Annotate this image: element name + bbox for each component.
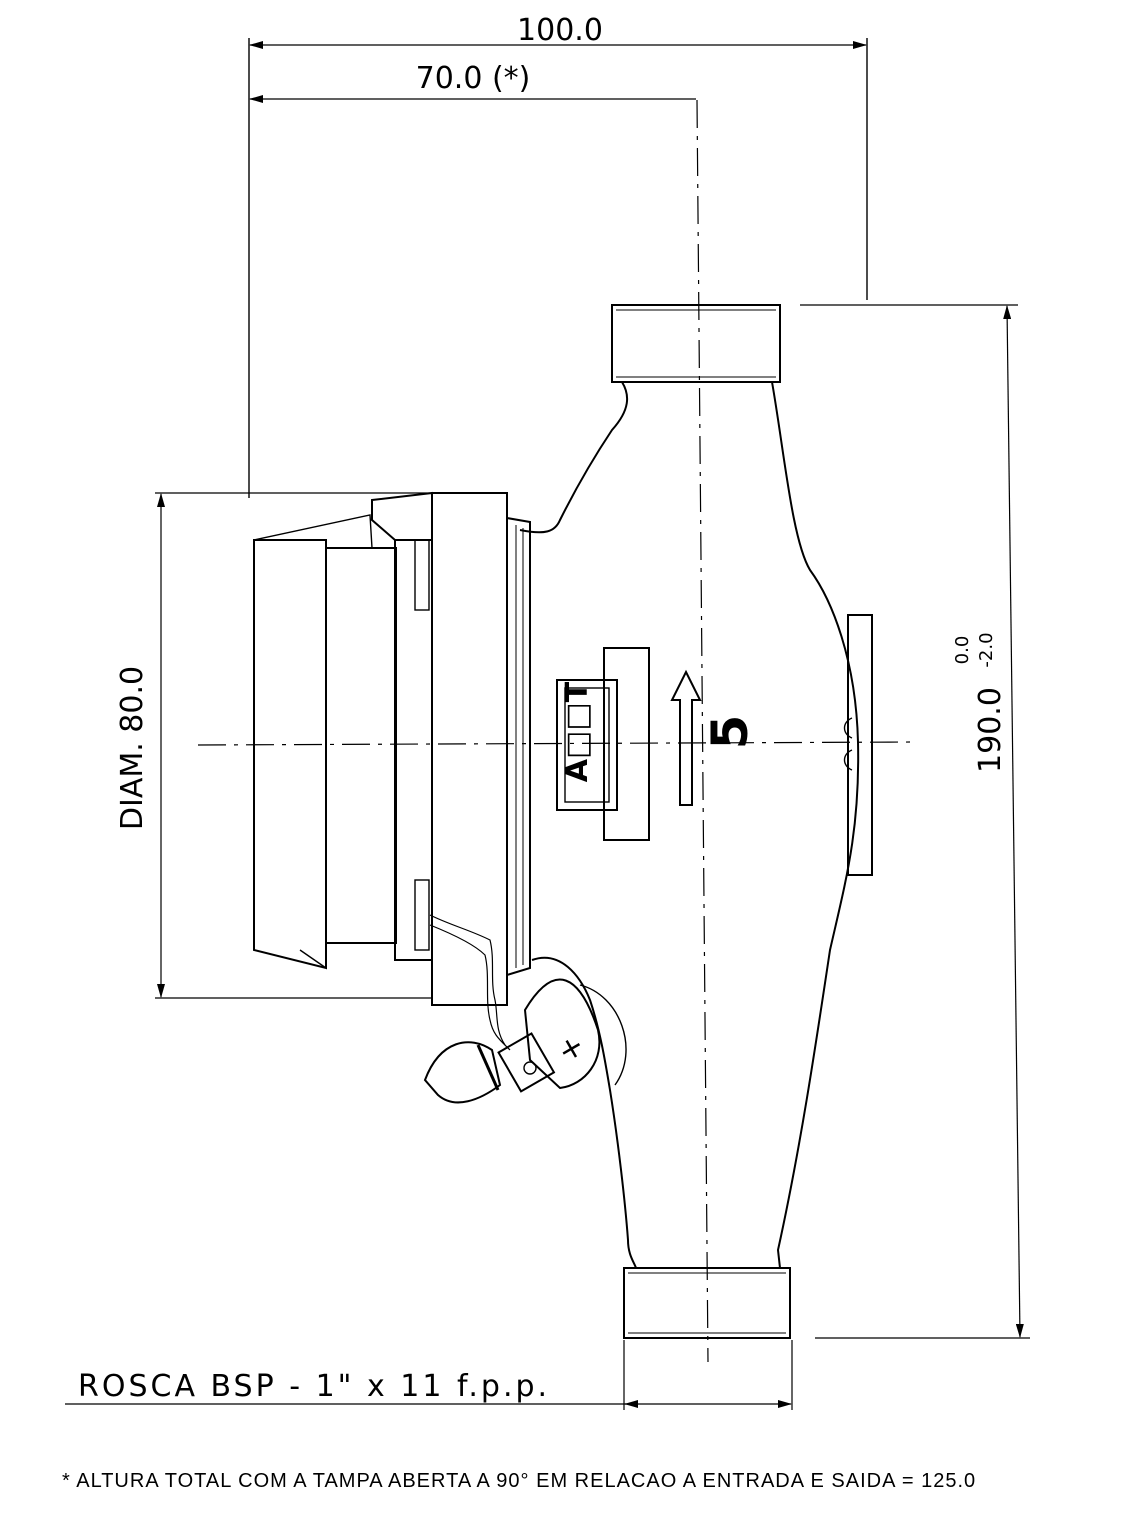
seal-plug — [423, 1041, 502, 1104]
dimension-label-70: 70.0 (*) — [416, 61, 531, 96]
nameplate: A□□T — [556, 679, 618, 811]
dimension-line — [1003, 305, 1024, 1338]
outlet-connector — [623, 1267, 791, 1339]
nameplate-inner — [564, 687, 610, 803]
body-left-profile-lower — [531, 956, 637, 1269]
lid-body — [253, 539, 327, 970]
cap-lock-hole — [523, 1061, 537, 1075]
protective-cap: + — [423, 978, 627, 1104]
tolerance-upper: 0.0 — [952, 636, 973, 665]
lid-hinge — [371, 491, 433, 541]
lid-bevel — [299, 943, 327, 970]
dimension-label-100: 100.0 — [517, 13, 603, 48]
flow-plate — [603, 647, 650, 841]
register-window-slot — [414, 539, 430, 611]
register-cap-upper — [325, 547, 397, 944]
meter-body — [519, 304, 873, 1339]
inlet-connector — [611, 304, 781, 383]
cap-arc — [579, 984, 627, 1086]
boss-arc — [843, 717, 853, 739]
register-flange — [431, 492, 508, 1006]
dimension-height-to-axis: 70.0 (*) — [249, 61, 696, 103]
nameplate-text: A□□T — [560, 681, 595, 782]
dimension-label-diam: DIAM. 80.0 — [115, 666, 150, 830]
cap-lock — [497, 1032, 556, 1093]
dimension-dial-diameter: DIAM. 80.0 — [115, 492, 505, 999]
lid-bevel — [253, 514, 373, 549]
body-right-profile — [771, 381, 860, 1269]
boss-arc — [843, 749, 853, 771]
footnote: * ALTURA TOTAL COM A TAMPA ABERTA A 90° … — [62, 1470, 976, 1492]
register-ring — [394, 539, 433, 961]
body-left-profile-upper — [519, 381, 629, 534]
dimension-overall-height: 100.0 — [248, 13, 868, 498]
dimension-thread: ROSCA BSP - 1" x 11 f.p.p. — [65, 1340, 793, 1410]
dimension-label-190: 190.0 — [973, 687, 1008, 773]
seal-wire — [429, 924, 511, 1051]
register-head — [253, 491, 531, 1006]
register-window-slot — [414, 879, 430, 951]
thread-spec-label: ROSCA BSP - 1" x 11 f.p.p. — [78, 1369, 550, 1404]
cap-plus-symbol: + — [552, 1027, 591, 1070]
flow-direction-arrow — [670, 669, 702, 806]
tolerance-lower: -2.0 — [976, 632, 997, 667]
dimension-length: 190.0 0.0 -2.0 — [800, 304, 1030, 1339]
register-collar — [506, 517, 531, 976]
seal-plug-band — [476, 1044, 500, 1091]
model-number: 5 — [701, 715, 759, 750]
cap-outline — [523, 978, 601, 1090]
side-boss — [847, 614, 873, 876]
seal-wire — [429, 914, 506, 1046]
nameplate-frame — [556, 679, 618, 811]
